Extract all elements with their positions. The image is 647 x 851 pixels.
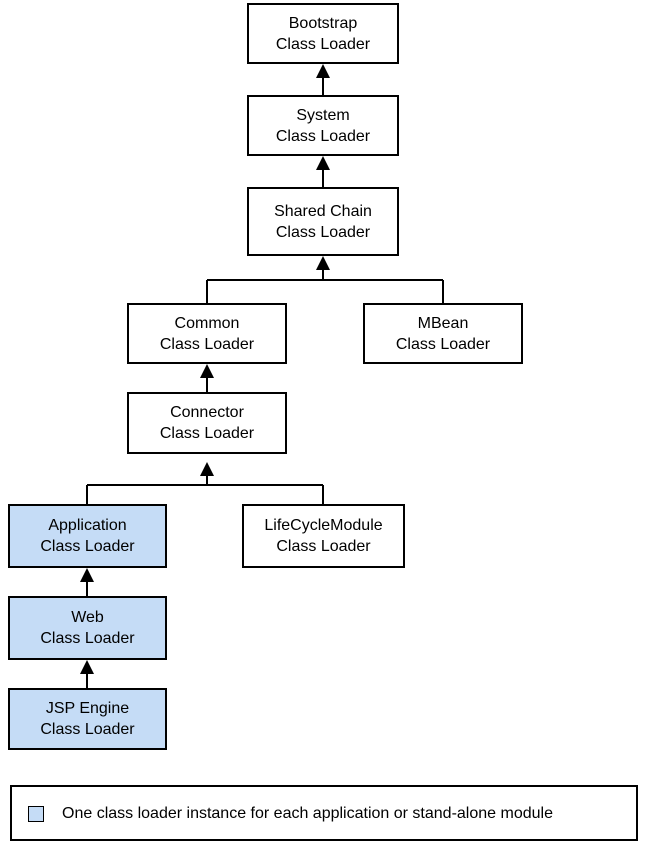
node-label-line2: Class Loader [395,335,491,353]
arrowhead-common [200,364,214,378]
node-label-line1: Common [174,314,240,332]
lifecycle-module-class-loader-node: LifeCycleModule Class Loader [242,504,405,568]
node-label-line1: Web [71,609,104,626]
node-label-line2: Class Loader [275,223,371,241]
node-label-line2: Class Loader [40,538,135,555]
arrowhead-web [80,660,94,674]
node-label-line1: JSP Engine [45,700,130,717]
node-label-line2: Class Loader [275,35,371,53]
node-label-line1: System [296,106,350,124]
mbean-class-loader-node: MBean Class Loader [363,303,523,364]
common-class-loader-node: Common Class Loader [127,303,287,364]
node-label-line1: Shared Chain [274,202,372,220]
node-label-line2: Class Loader [159,425,255,442]
arrowhead-shared-chain [316,256,330,270]
web-class-loader-node: Web Class Loader [8,596,167,660]
bootstrap-class-loader-node: Bootstrap Class Loader [247,3,399,64]
node-label-line1: Connector [170,404,244,421]
jsp-engine-class-loader-node: JSP Engine Class Loader [8,688,167,750]
node-label-line1: Application [48,517,127,534]
system-class-loader-node: System Class Loader [247,95,399,156]
node-label-line2: Class Loader [159,335,255,353]
node-label-line1: LifeCycleModule [264,517,383,534]
legend-swatch [28,806,44,822]
arrowhead-system [316,156,330,170]
node-label-line2: Class Loader [276,538,371,555]
connector-class-loader-node: Connector Class Loader [127,392,287,454]
node-label-line2: Class Loader [275,127,371,145]
legend-text: One class loader instance for each appli… [62,805,553,822]
arrowhead-bootstrap [316,64,330,78]
node-label-line1: Bootstrap [288,14,358,32]
application-class-loader-node: Application Class Loader [8,504,167,568]
node-label-line2: Class Loader [40,721,135,738]
arrowhead-connector [200,462,214,476]
arrowhead-application [80,568,94,582]
legend: One class loader instance for each appli… [10,785,638,841]
shared-chain-class-loader-node: Shared Chain Class Loader [247,187,399,256]
node-label-line1: MBean [417,314,469,332]
node-label-line2: Class Loader [40,630,135,647]
